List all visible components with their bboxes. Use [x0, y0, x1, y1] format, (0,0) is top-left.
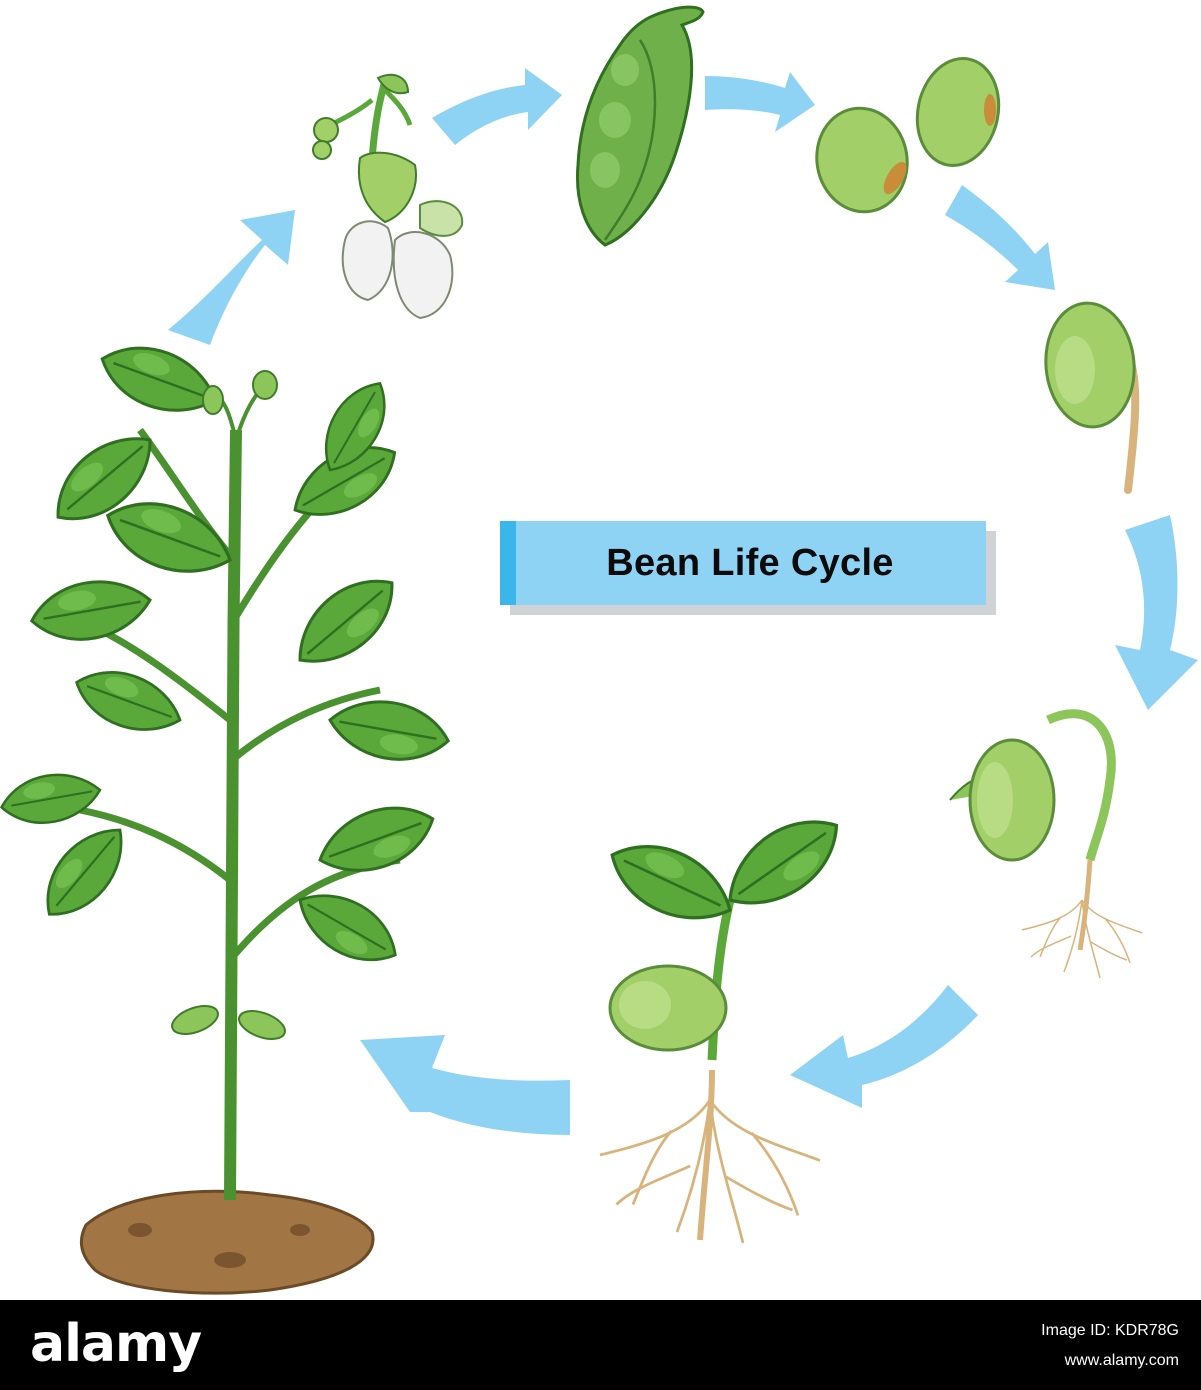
footer-url: www.alamy.com	[1064, 1352, 1179, 1369]
mature-bean-plant-icon	[0, 331, 455, 1295]
title-accent-stripe	[500, 521, 516, 605]
cycle-arrow-7	[360, 1035, 570, 1135]
diagram-title: Bean Life Cycle	[606, 541, 894, 584]
soil-mound	[79, 1189, 375, 1295]
footer-image-id: Image ID: KDR78G	[1041, 1322, 1179, 1339]
bean-flower-icon	[312, 73, 464, 320]
cycle-arrow-3	[705, 72, 815, 132]
cycle-arrow-1	[168, 210, 295, 345]
bean-pod-icon	[575, 5, 705, 247]
germinated-bean-icon	[949, 709, 1143, 979]
title-label: Bean Life Cycle	[500, 521, 986, 605]
cycle-arrow-4	[945, 185, 1055, 290]
cycle-arrow-2	[432, 68, 562, 145]
footer-bar: alamy Image ID: KDR78G www.alamy.com	[0, 1300, 1201, 1390]
cycle-arrow-5	[1115, 515, 1198, 710]
young-bean-plant-icon	[597, 799, 856, 1245]
diagram-canvas	[0, 5, 1198, 1295]
cycle-arrow-6	[790, 985, 978, 1108]
bean-seeds-icon	[815, 57, 1001, 214]
footer-brand: alamy	[30, 1314, 202, 1374]
bean-life-cycle-diagram: Bean Life Cycle	[0, 5, 1198, 1295]
cycle-arrows	[168, 68, 1198, 1135]
sprouting-bean-icon	[1044, 301, 1140, 494]
